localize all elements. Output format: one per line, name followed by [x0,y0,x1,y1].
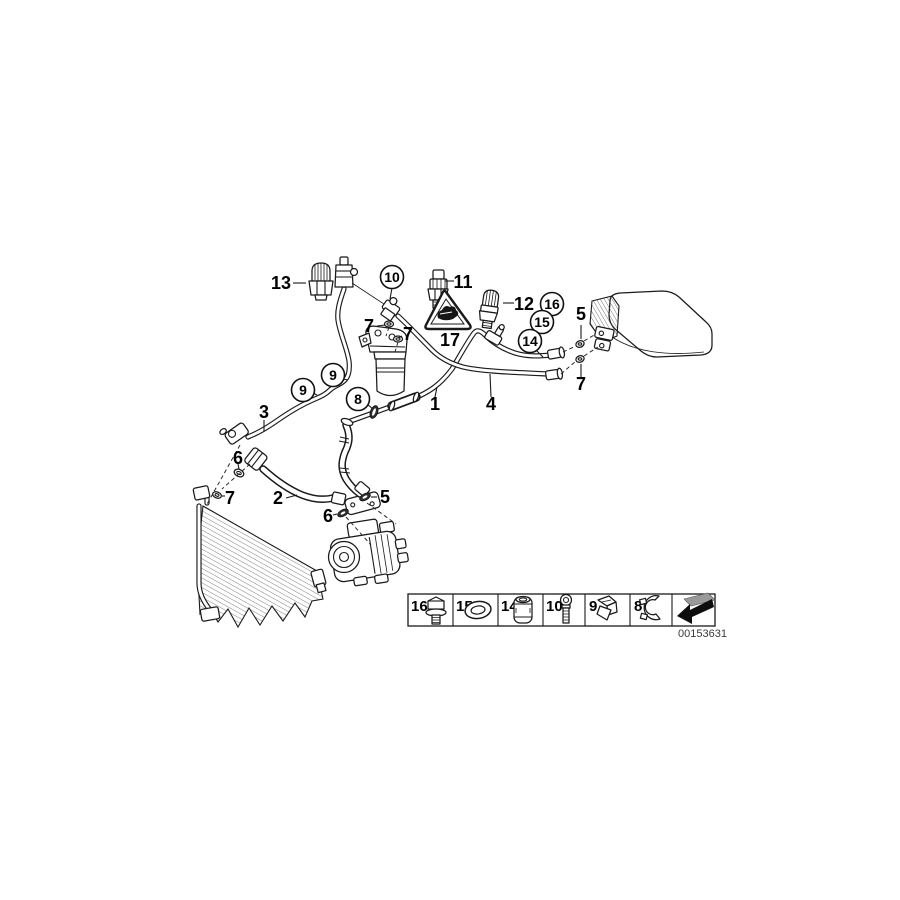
valve-cap-13 [308,262,334,301]
svg-text:9: 9 [589,598,597,615]
svg-text:9: 9 [329,367,337,383]
callout-2[interactable]: 2 [273,488,283,508]
callout-4[interactable]: 4 [486,394,496,414]
valve-cap-icon [513,595,533,624]
seal-6-compressor [337,508,349,518]
callout-circle-8[interactable]: 8 [345,386,371,412]
callout-12[interactable]: 12 [514,294,534,314]
clip-icon [596,595,618,621]
pipe-3-flange-fitting [219,422,249,445]
condenser [192,485,327,629]
pipe-4-liquid-line [380,296,564,381]
callout-circle-10[interactable]: 10 [379,264,405,290]
pipe-1-evap-fitting [546,346,566,360]
legend: 16 15 14 [407,592,716,627]
condenser-foot [199,606,221,622]
o-ring-7-condenser [212,491,222,499]
svg-text:8: 8 [354,391,362,407]
callout-1[interactable]: 1 [430,394,440,414]
callout-5-evap[interactable]: 5 [576,304,586,324]
pipe-4-evap-fitting [545,367,564,381]
legend-cell-9: 9 [589,595,618,621]
o-ring-6-condenser [233,468,245,478]
callout-circle-16[interactable]: 16 [539,291,565,317]
drier-bottle [375,358,406,397]
callout-circle-15[interactable]: 15 [529,309,555,335]
drier-outlet-elbow [380,296,401,322]
pipe-1-suction-line [338,324,566,498]
callout-7-drier-a[interactable]: 7 [364,316,374,336]
svg-text:8: 8 [634,598,642,615]
callout-circle-9b[interactable]: 9 [290,377,316,403]
svg-text:9: 9 [299,382,307,398]
screw-icon [559,593,573,624]
svg-text:14: 14 [522,333,538,349]
valve-cap-12 [478,289,500,330]
expansion-valve [593,325,615,352]
o-ring-7-drier-a [383,320,395,328]
hose-2-port-fitting [330,491,347,506]
legend-cell-14: 14 [501,595,533,624]
o-ring-7-evap [575,355,585,363]
callout-17[interactable]: 17 [440,330,460,350]
legend-cell-8: 8 [634,595,661,621]
clamp-icon [638,595,661,621]
compressor [327,491,409,587]
drawing-number: 00153631 [678,628,727,640]
condenser-side-bracket [310,568,327,594]
callout-13[interactable]: 13 [271,273,291,293]
warning-triangle-icon [424,289,472,331]
assembly-dashed-lines [205,326,599,546]
legend-cell-16: 16 [411,596,447,625]
o-ring-icon [464,600,492,620]
callouts: 13 11 12 17 7 7 5 7 1 4 3 6 7 2 5 6 10 1… [225,264,586,526]
evaporator [589,290,713,358]
svg-text:10: 10 [546,598,563,615]
page-turn-arrow-icon [677,592,716,624]
callout-6-compressor[interactable]: 6 [323,506,333,526]
o-ring-5-evap [575,340,585,348]
pipe-1-charge-valve [484,324,505,346]
svg-text:10: 10 [384,269,400,285]
legend-cell-arrow[interactable] [677,592,716,624]
hex-bolt-icon [425,596,447,625]
legend-cell-10: 10 [546,593,573,624]
service-valve-port [334,256,388,307]
svg-text:16: 16 [544,296,560,312]
valve-to-fitting-line [351,282,388,307]
callout-circle-9a[interactable]: 9 [320,362,346,388]
callout-6-condenser[interactable]: 6 [233,448,243,468]
callout-3[interactable]: 3 [259,402,269,422]
svg-text:16: 16 [411,598,428,615]
callout-7-drier-b[interactable]: 7 [403,324,413,344]
hose-2-ferrule [244,447,268,471]
legend-cell-15: 15 [456,598,492,620]
hose-2-line [244,447,347,506]
callout-5-compressor[interactable]: 5 [380,487,390,507]
condenser-top-mount [192,485,211,501]
callout-circle-14[interactable]: 14 [517,328,543,354]
callout-7-condenser[interactable]: 7 [225,488,235,508]
callout-7-evap[interactable]: 7 [576,374,586,394]
seal-5-compressor [359,492,371,502]
callout-11[interactable]: 11 [453,272,472,292]
svg-text:15: 15 [534,314,550,330]
